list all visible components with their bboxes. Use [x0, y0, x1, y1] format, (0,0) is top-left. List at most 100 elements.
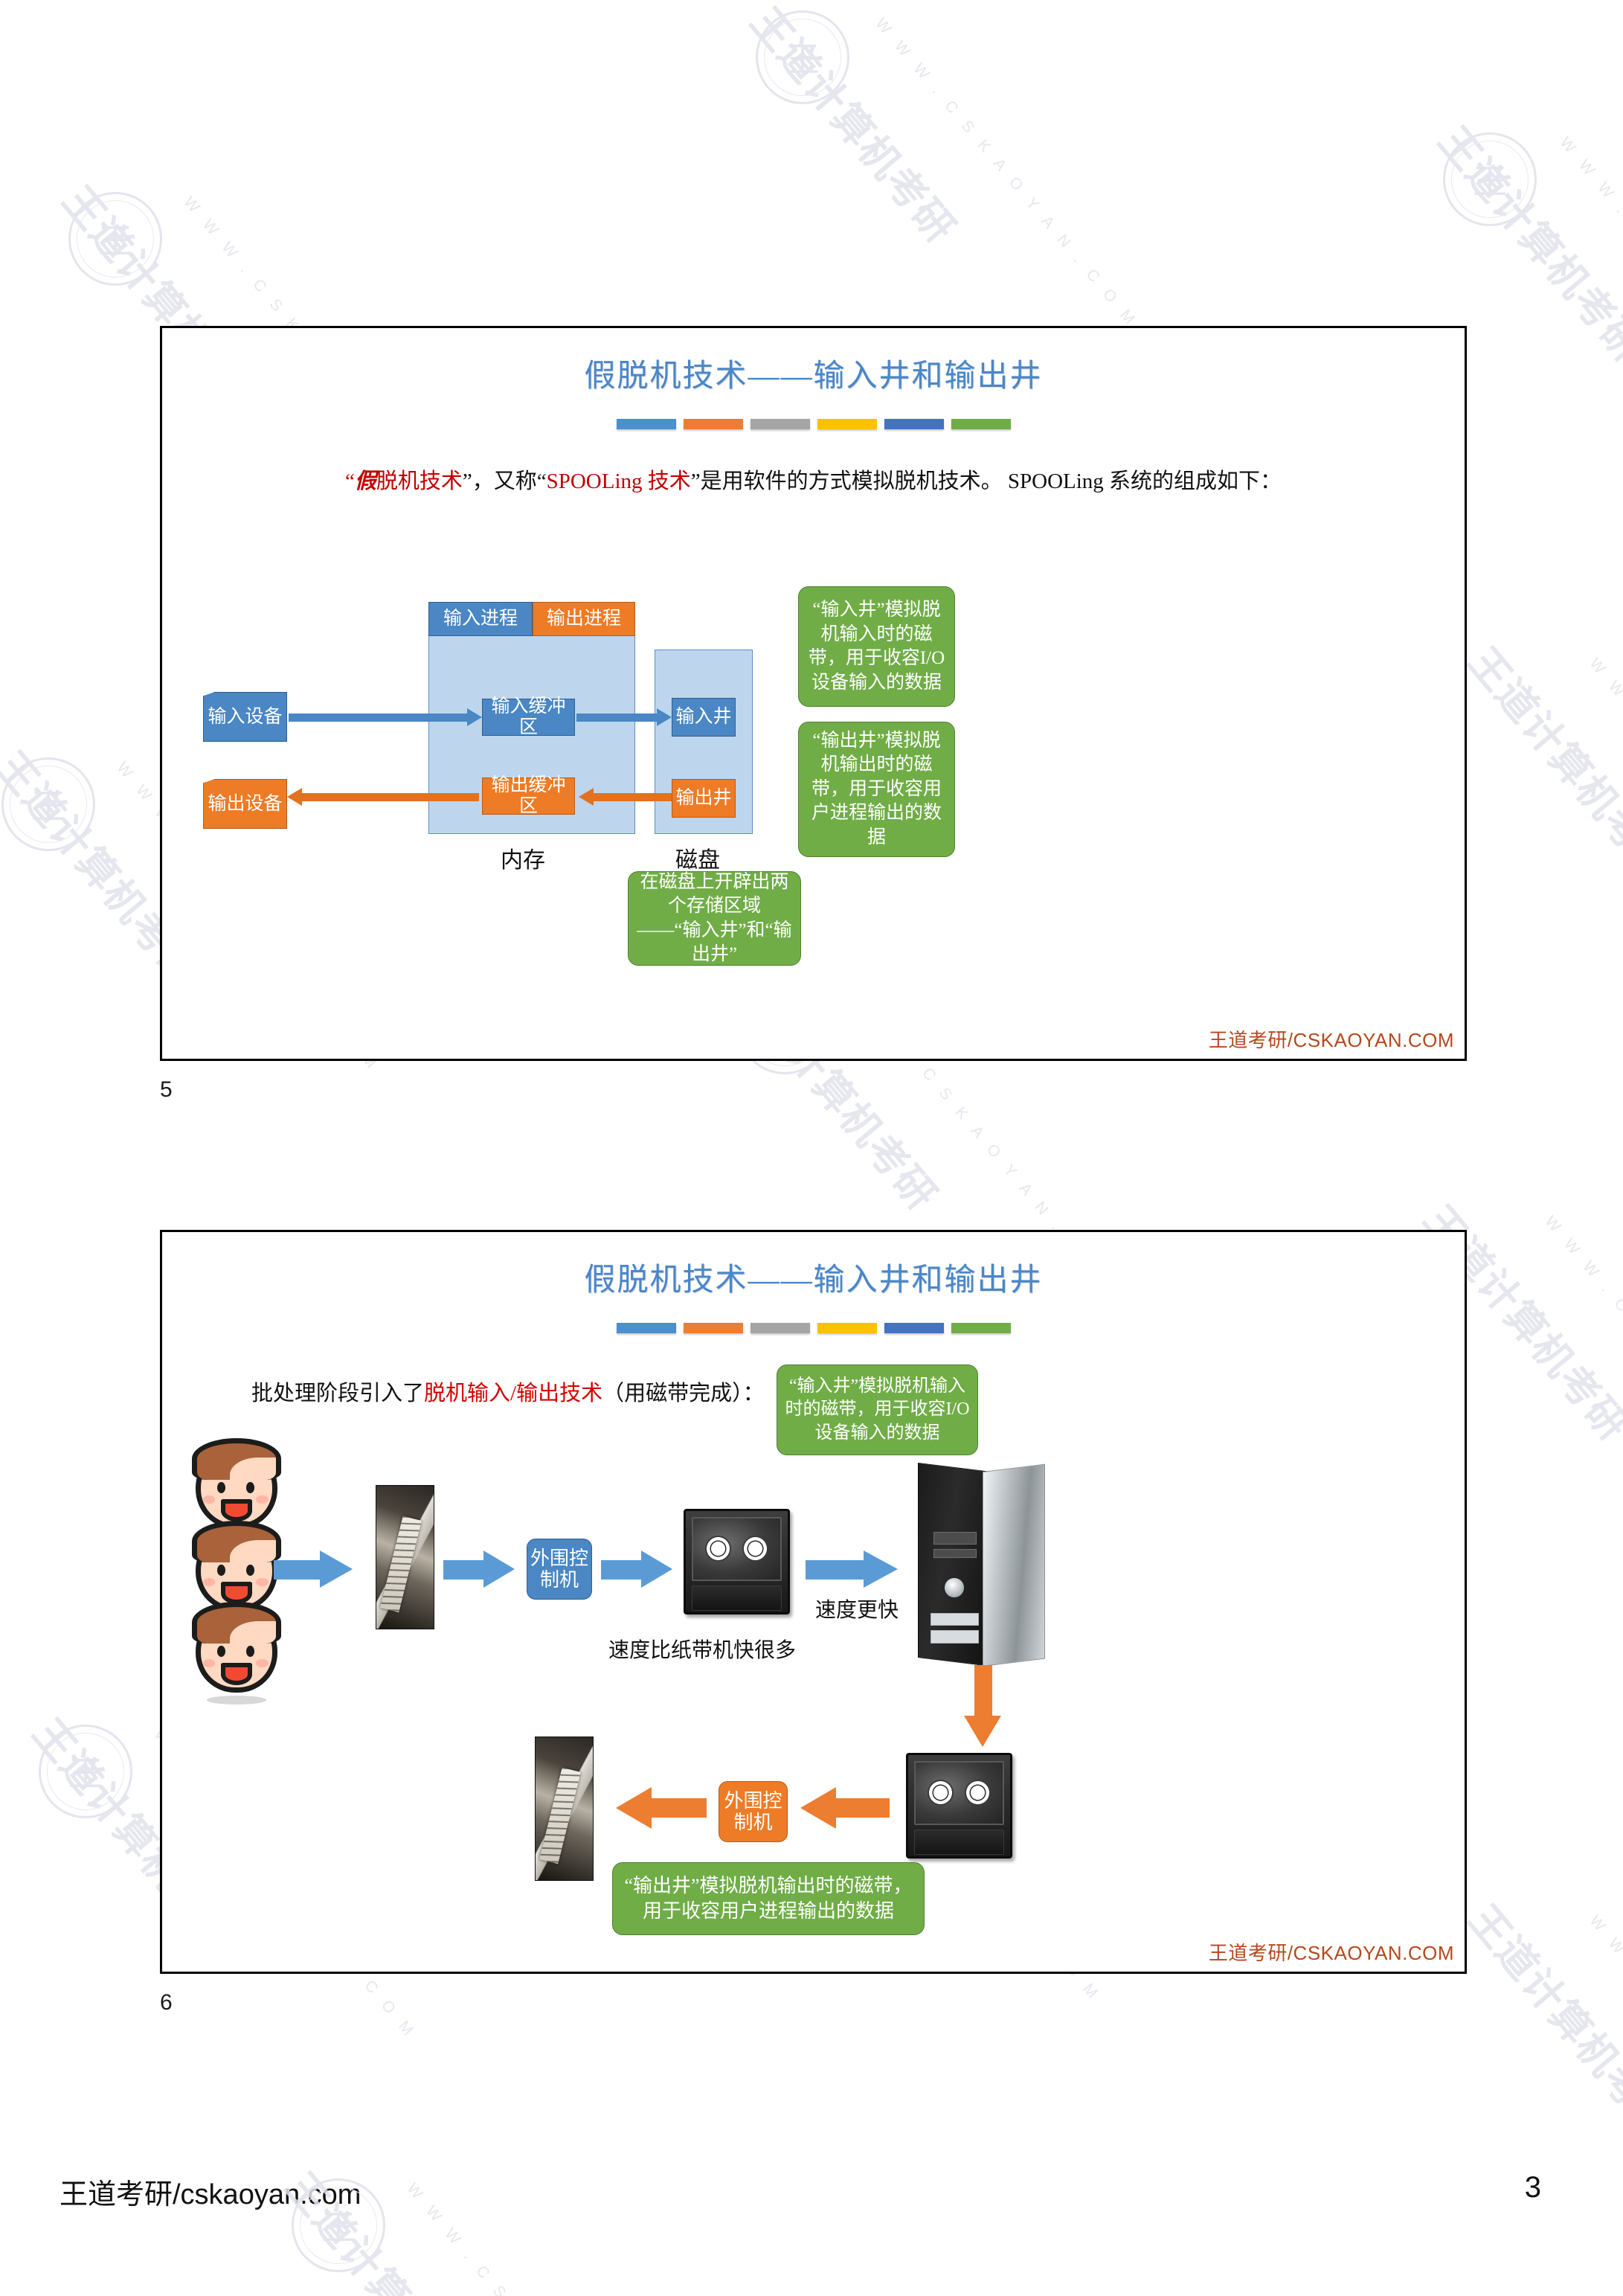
peripheral-controller-bottom[interactable]: 外围控 制机 [719, 1781, 788, 1842]
tape-base [692, 1585, 782, 1612]
title-bar-darkblue [884, 1323, 944, 1333]
watermark-seal-icon: 王 [756, 10, 849, 104]
callout-input-well: “输入井”模拟脱机输入时的磁带，用于收容I/O设备输入的数据 [798, 586, 955, 707]
slide-5-body-text: “假脱机技术”，又称“SPOOLing 技术”是用软件的方式模拟脱机技术。 SP… [162, 464, 1465, 495]
title-bar-gray [750, 419, 810, 429]
peripheral-controller-bottom-label: 外围控 制机 [724, 1789, 782, 1833]
watermark-seal-icon: 王 [68, 192, 162, 286]
tape-drive-top [684, 1509, 790, 1614]
slide-6-title: 假脱机技术——输入井和输出井 [584, 1263, 1043, 1298]
watermark-text: 王道计算机考研 [1459, 1896, 1623, 2149]
tape-reel-left [927, 1780, 954, 1806]
watermark-url: W W W . C S K A O Y A N . C O M [1556, 134, 1623, 450]
arrow-buffer-to-input-well [576, 714, 660, 722]
arrow-controller-to-printer [616, 1787, 707, 1829]
watermark-text: 王道计算机考研 [1459, 639, 1623, 892]
watermark-url: W W W . C S K A O Y A N . C O M [872, 15, 1142, 332]
watermark-url: W W W . C S K A O Y A N . C O M [1541, 1213, 1623, 1529]
face-eye-right [245, 1481, 254, 1494]
tower-side-panel [982, 1463, 1045, 1667]
body-red: 脱机输入/输出技术 [424, 1382, 603, 1405]
face-eye-left [216, 1645, 225, 1658]
title-bar-darkblue [884, 419, 944, 429]
output-buffer-box[interactable]: 输出缓冲区 [482, 775, 575, 816]
arrow-head-right-blue [467, 708, 482, 726]
face-mouth [220, 1663, 253, 1685]
arrow-head-left-orange [287, 788, 302, 806]
face-hair [191, 1521, 282, 1562]
face-hair [191, 1438, 282, 1480]
paper-tape-printer-photo-bottom [535, 1737, 594, 1881]
title-bar-gray [750, 1323, 810, 1333]
watermark-seal-icon: 王 [1443, 132, 1537, 226]
callout-input-well: “输入井”模拟脱机输入时的磁带，用于收容I/O设备输入的数据 [777, 1365, 978, 1455]
slide-5-number: 5 [160, 1077, 173, 1102]
arrow-head-left-orange-2 [579, 788, 594, 806]
body-pre: 批处理阶段引入了 [251, 1382, 425, 1405]
title-bar-yellow [817, 419, 877, 429]
tape-reel-left [704, 1536, 731, 1562]
tower-vent-1 [931, 1612, 980, 1626]
tower-vent-2 [931, 1630, 980, 1644]
slide-6-number: 6 [160, 1990, 173, 2015]
title-bar-yellow [817, 1323, 877, 1333]
face-eye-left [216, 1564, 225, 1577]
peripheral-controller-top[interactable]: 外围控 制机 [527, 1539, 592, 1600]
face-cheek-right [256, 1495, 269, 1504]
slide-6: 假脱机技术——输入井和输出井 批处理阶段引入了脱机输入/输出技术（用磁带完成）：… [160, 1230, 1467, 1974]
face-eye-right [245, 1645, 254, 1658]
tape-base [914, 1829, 1004, 1856]
slide-6-body-text: 批处理阶段引入了脱机输入/输出技术（用磁带完成）： [251, 1376, 765, 1407]
face-cheek-left [202, 1495, 215, 1504]
arrow-controller-to-tape [601, 1551, 674, 1588]
input-process-box[interactable]: 输入进程 [428, 602, 533, 636]
arrow-users-to-tape-reader [274, 1551, 353, 1588]
input-device-box[interactable]: 输入设备 [203, 692, 287, 742]
callout-disk: 在磁盘上开辟出两个存储区域——“输入井”和“输出井” [628, 871, 801, 966]
label-tape-faster-than-paper: 速度比纸带机快很多 [608, 1639, 797, 1662]
title-bar-green [951, 419, 1011, 429]
title-bar-blue [616, 1323, 676, 1333]
watermark-url: W W W . C S K A O Y A N . C O M [1586, 1912, 1623, 2228]
page-footer-site: 王道考研/cskaoyan.com [60, 2179, 361, 2210]
callout-output-well: “输出井”模拟脱机输出时的磁带，用于收容用户进程输出的数据 [612, 1862, 925, 1935]
face-mouth [220, 1582, 253, 1604]
slide-5: 假脱机技术——输入井和输出井 “假脱机技术”，又称“SPOOLing 技术”是用… [160, 326, 1467, 1061]
arrow-output-buffer-to-device [302, 793, 479, 801]
title-bar-orange [683, 1323, 743, 1333]
computer-tower [918, 1462, 1045, 1667]
tape-reel-right [742, 1536, 769, 1562]
watermark-seal-icon: 王 [1, 757, 95, 851]
user-face-3 [190, 1602, 283, 1705]
tower-drive-bay-2 [933, 1549, 977, 1559]
input-well-box[interactable]: 输入井 [672, 698, 736, 737]
tower-drive-bay-1 [933, 1531, 977, 1545]
slide-5-title-bars [616, 419, 1011, 429]
tower-power-button-icon[interactable] [944, 1578, 964, 1597]
body-red-emph: 假 [354, 469, 376, 493]
body-tail: ”是用软件的方式模拟脱机技术。 SPOOLing 系统的组成如下： [690, 469, 1282, 493]
output-device-box[interactable]: 输出设备 [203, 779, 287, 829]
watermark-seal-icon: 王 [39, 1725, 132, 1818]
slide-5-title: 假脱机技术——输入井和输出井 [584, 359, 1043, 394]
arrow-tape-to-controller-bottom [800, 1787, 890, 1829]
face-hair [191, 1602, 282, 1644]
face-mouth [220, 1499, 253, 1521]
watermark-url: W W W . C S K A O Y A N . C O M [403, 2180, 672, 2296]
face-cheek-right [256, 1659, 269, 1667]
title-bar-green [951, 1323, 1011, 1333]
arrow-output-well-to-buffer [594, 793, 672, 801]
input-buffer-box[interactable]: 输入缓冲区 [482, 696, 575, 737]
arrow-reader-to-controller [443, 1551, 516, 1588]
face-shadow [206, 1696, 267, 1705]
watermark-text: 王道计算机考研 [742, 0, 964, 252]
output-well-box[interactable]: 输出井 [672, 779, 736, 818]
title-bar-orange [683, 419, 743, 429]
face-eye-left [216, 1481, 225, 1494]
tape-drive-bottom [906, 1753, 1012, 1859]
arrow-computer-to-tape-down [964, 1665, 1001, 1750]
output-process-box[interactable]: 输出进程 [533, 602, 635, 636]
arrow-input-device-to-buffer [289, 714, 471, 722]
tape-screen [692, 1517, 782, 1581]
arrow-head-right-blue-2 [657, 708, 672, 726]
